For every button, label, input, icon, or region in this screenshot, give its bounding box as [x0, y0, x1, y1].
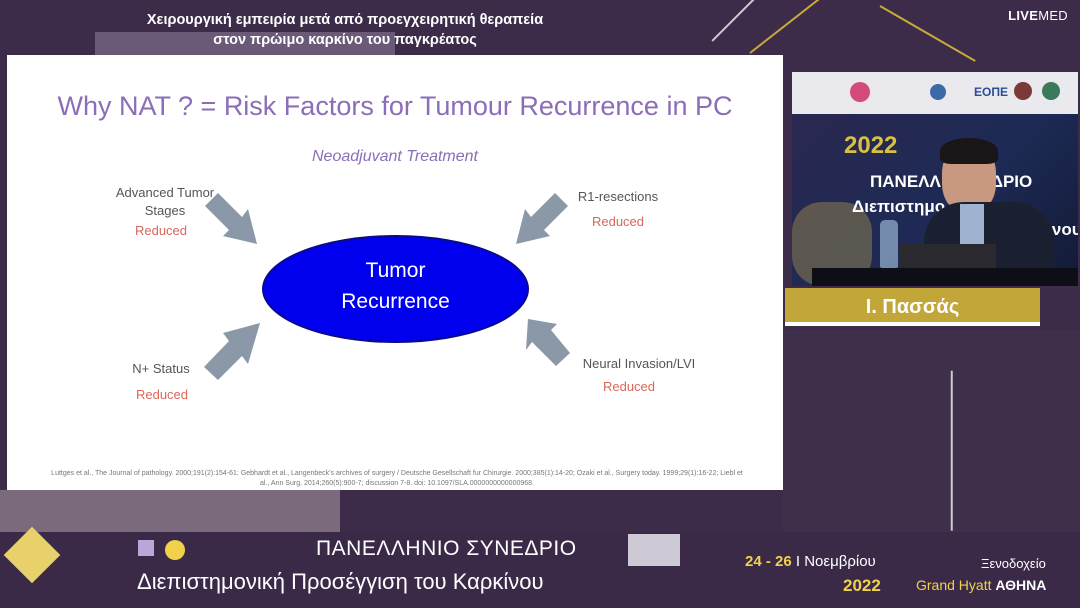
ellipse-line1: Tumor [365, 259, 426, 282]
lecture-title-line1: Χειρουργική εμπειρία μετά από προεγχειρη… [146, 12, 544, 28]
water-bottle [880, 220, 898, 268]
arrow-icon-bottom-right [526, 319, 570, 366]
podium [812, 268, 1078, 286]
ellipse-line2: Recurrence [341, 290, 450, 313]
arrow-icon-top-right [516, 193, 568, 244]
logo-icon [1042, 82, 1060, 100]
tumor-recurrence-label: Tumor Recurrence [262, 255, 529, 317]
decor-gold-line-1 [749, 0, 854, 54]
lecture-title: Χειρουργική εμπειρία μετά από προεγχειρη… [95, 10, 595, 50]
congress-title: ΠΑΝΕΛΛΗΝΙΟ ΣΥΝΕΔΡΙΟ [316, 537, 577, 560]
logo-icon [930, 84, 946, 100]
factor-status: Reduced [602, 379, 656, 394]
logo-icon [1014, 82, 1032, 100]
arrow-icon-bottom-left [204, 323, 260, 380]
sponsor-logos-strip: ΕΟΠΕ [792, 72, 1078, 114]
factor-r1-resections: R1-resections [577, 189, 659, 204]
footer-decor-circle [165, 540, 185, 560]
slide-subtitle: Neoadjuvant Treatment [311, 148, 478, 165]
tumor-recurrence-ellipse [262, 235, 529, 343]
decor-white-line-1 [711, 0, 755, 42]
congress-subtitle: Διεπιστημονική Προσέγγιση του Καρκίνου [137, 569, 544, 594]
speaker-video-feed: ΕΟΠΕ 2022 ΠΑΝΕΛΛ ΣΥΝΕΔΡΙΟ Διεπιστημο έγγ… [792, 72, 1078, 286]
brand-thin: MED [1038, 8, 1068, 23]
dates-separator: Ι [791, 553, 805, 570]
background-panel-right [783, 330, 1080, 532]
footer-decor-white-box [628, 534, 680, 566]
banner-year: 2022 [844, 132, 898, 159]
factor-label-line2: Stages [144, 203, 186, 218]
venue-city: ΑΘΗΝΑ [995, 577, 1047, 593]
brand-bold: LIVE [1008, 8, 1039, 23]
dates-month: Νοεμβρίου [804, 553, 876, 570]
arrow-icon-diagram [204, 193, 570, 380]
references-line2: al., Ann Surg. 2014;260(5):900-7; discus… [260, 480, 534, 487]
speaker-hair [940, 138, 998, 164]
presentation-slide: Why NAT ? = Risk Factors for Tumour Recu… [7, 55, 783, 490]
decor-gold-line-2 [879, 5, 976, 62]
factor-status: Reduced [135, 387, 189, 402]
venue-hotel-name: Grand Hyatt [916, 577, 996, 593]
speaker-plate-edge [785, 322, 1040, 326]
background-panel-left [95, 32, 395, 56]
lecture-title-line2: στον πρώιμο καρκίνο του παγκρέατος [213, 32, 477, 48]
slide-references: Luttges et al., The Journal of pathology… [27, 469, 767, 489]
congress-dates: 24 - 26 Ι Νοεμβρίου [745, 553, 876, 570]
slide-title: Why NAT ? = Risk Factors for Tumour Recu… [57, 91, 733, 121]
background-panel-bottom-left [0, 490, 340, 532]
speaker-shirt [960, 204, 984, 250]
decor-white-line-2 [951, 370, 953, 531]
dates-days: 24 - 26 [745, 553, 792, 570]
arrow-icon-top-left [205, 193, 257, 244]
venue-hotel: Grand Hyatt ΑΘΗΝΑ [916, 577, 1046, 593]
factor-status: Reduced [591, 214, 645, 229]
speaker-name-plate: Ι. Πασσάς [785, 288, 1040, 326]
factor-status: Reduced [134, 223, 188, 238]
references-line1: Luttges et al., The Journal of pathology… [51, 470, 743, 477]
congress-year: 2022 [843, 576, 881, 595]
factor-n-status: N+ Status [132, 361, 190, 376]
factor-label-line1: Advanced Tumor [115, 185, 215, 200]
logo-icon [850, 82, 870, 102]
venue-label: Ξενοδοχείο [981, 556, 1046, 571]
factor-advanced-tumor: Advanced Tumor Stages [95, 184, 235, 220]
factor-neural-invasion: Neural Invasion/LVI [582, 356, 696, 371]
eope-logo-text: ΕΟΠΕ [974, 85, 1009, 99]
footer-decor-square [138, 540, 154, 556]
livemed-logo: LIVEMED [1008, 8, 1068, 23]
